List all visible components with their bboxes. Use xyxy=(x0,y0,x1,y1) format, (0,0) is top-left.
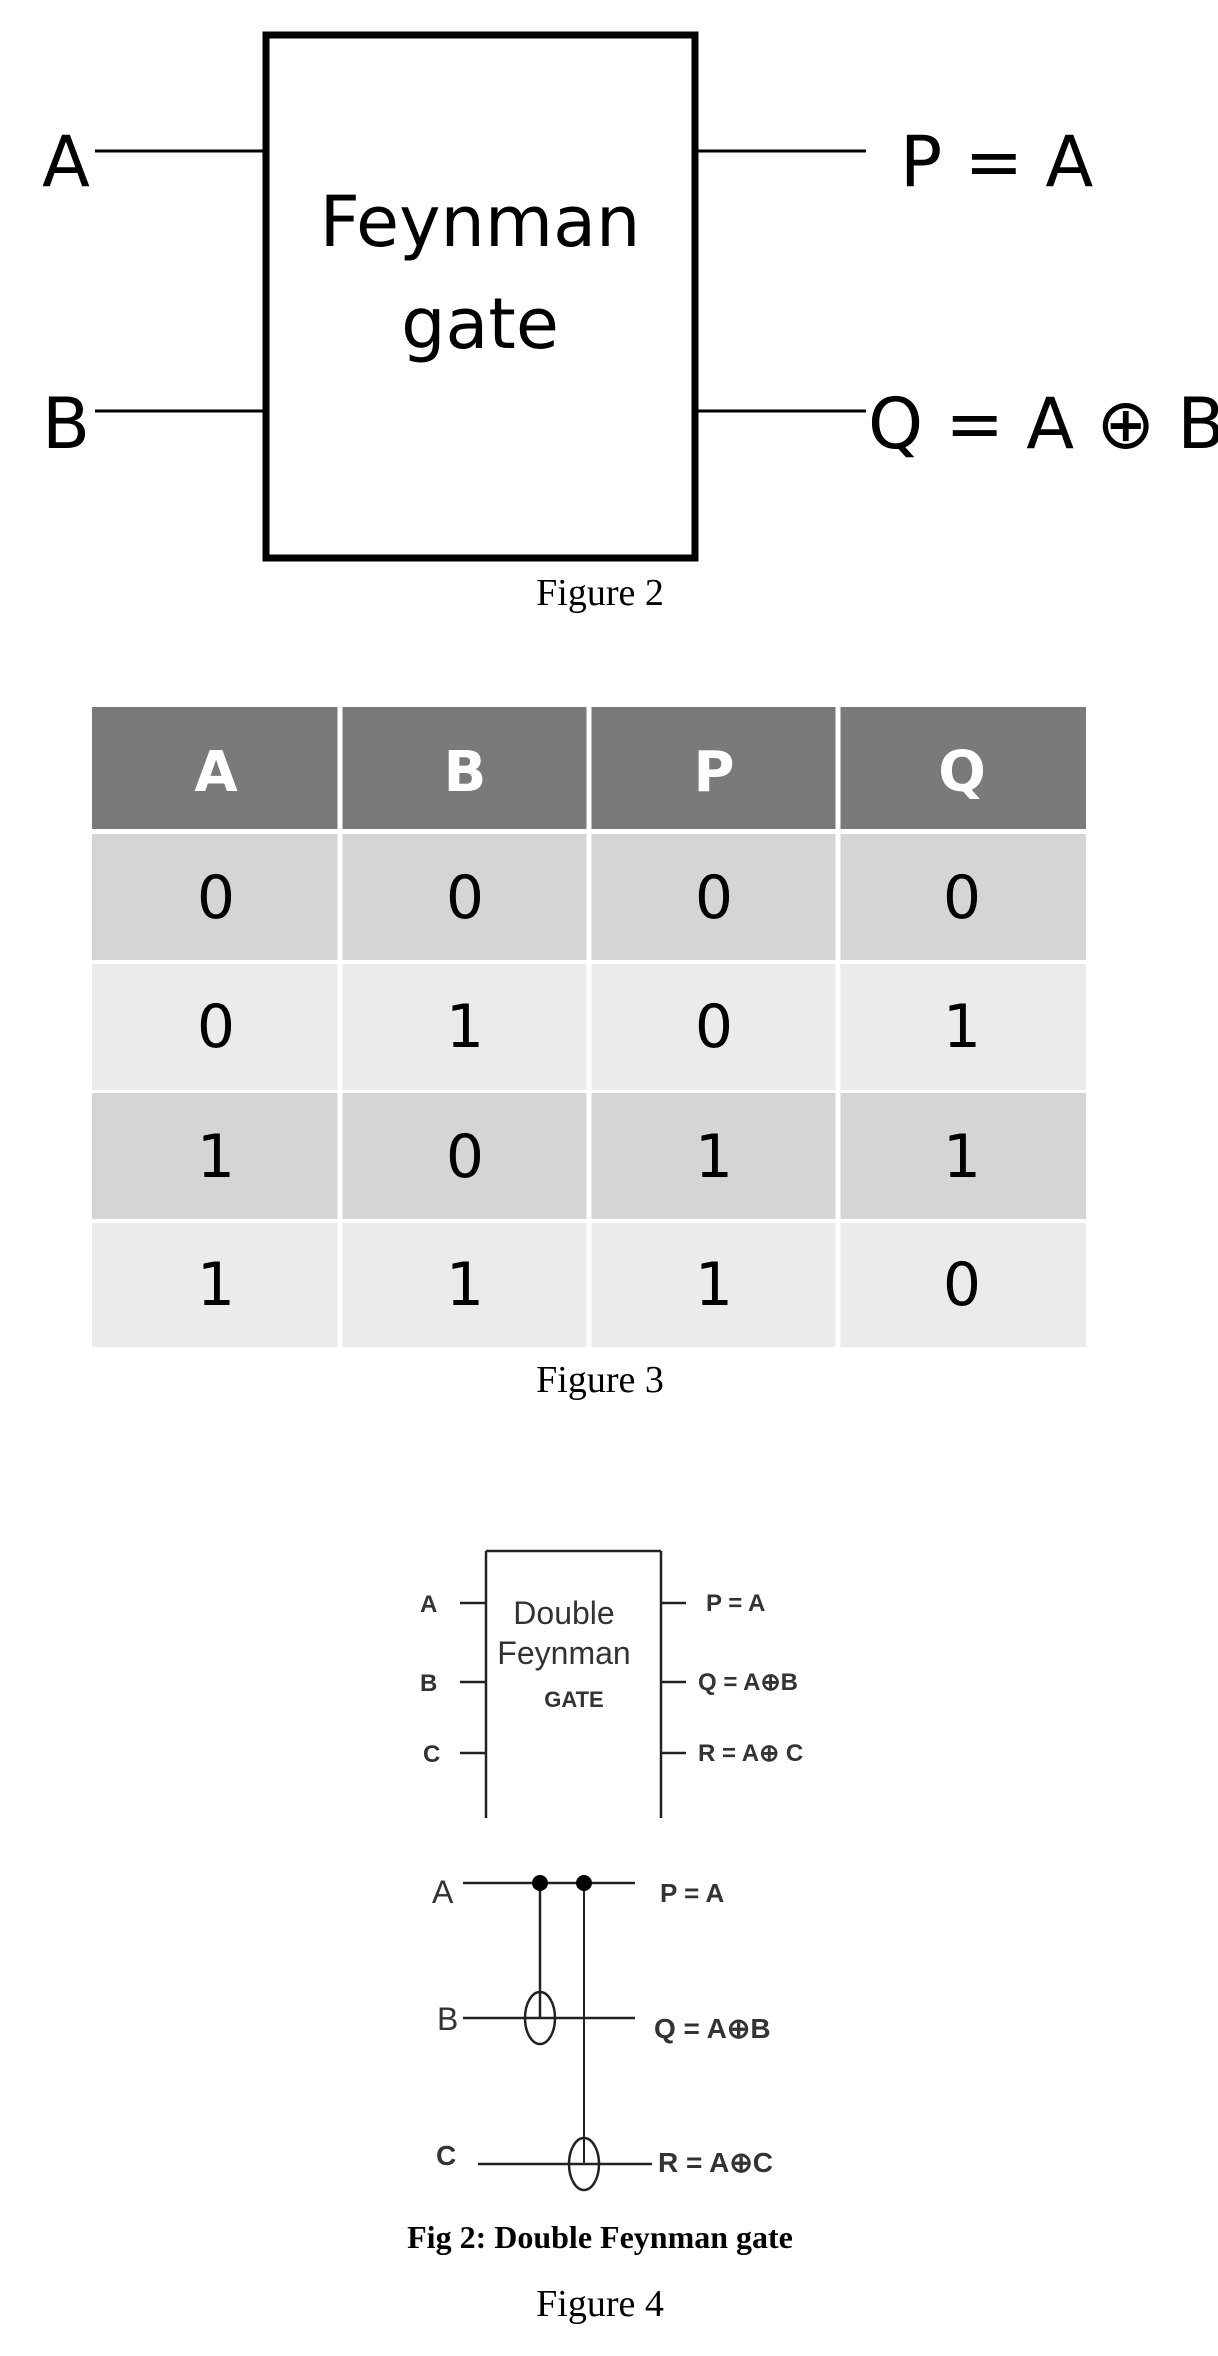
table-cell: 1 xyxy=(695,1122,733,1192)
table-cell: 1 xyxy=(197,1122,235,1192)
circuit-input-b-label: B xyxy=(437,2001,458,2037)
table-cell: 0 xyxy=(943,1250,981,1320)
block-label-line3: GATE xyxy=(544,1687,603,1712)
table-cell: 0 xyxy=(695,863,733,933)
circuit-input-c-label: C xyxy=(436,2140,456,2171)
block-output-r-label: R = A⊕ C xyxy=(698,1740,803,1767)
table-cell: 1 xyxy=(695,1250,733,1320)
table-cell: 1 xyxy=(446,992,484,1062)
table-cell: 0 xyxy=(943,863,981,933)
table-header-cell: A xyxy=(194,740,238,805)
circuit-output-r-label: R = A⊕C xyxy=(658,2147,773,2178)
figure-4-caption: Figure 4 xyxy=(536,2283,664,2325)
table-header-cell: P xyxy=(693,740,734,805)
feynman-gate-box xyxy=(262,31,699,562)
table-cell: 1 xyxy=(943,1122,981,1192)
circuit-output-q-label: Q = A⊕B xyxy=(654,2013,771,2044)
xor-target-b xyxy=(523,1990,557,2046)
figure-3-caption: Figure 3 xyxy=(536,1359,664,1401)
double-feynman-block: A B C Double Feynman GATE P = A Q = A⊕B … xyxy=(420,1549,803,1818)
table-cell: 0 xyxy=(197,863,235,933)
control-dot-2 xyxy=(576,1875,592,1891)
table-cell: 0 xyxy=(695,992,733,1062)
control-dot-1 xyxy=(532,1875,548,1891)
block-label-line1: Double xyxy=(513,1595,614,1631)
gate-label-line2: gate xyxy=(401,283,559,365)
figure-4-double-feynman: A B C Double Feynman GATE P = A Q = A⊕B … xyxy=(407,1549,803,2325)
double-feynman-circuit: A B C P = A Q = A⊕B R = A⊕C xyxy=(432,1874,773,2192)
block-input-b-label: B xyxy=(420,1670,437,1697)
table-cell: 1 xyxy=(943,992,981,1062)
figure-3-truth-table: A B P Q 0 0 0 0 0 1 0 1 1 0 1 1 1 1 1 0 … xyxy=(92,707,1086,1401)
block-output-q-label: Q = A⊕B xyxy=(698,1669,798,1696)
output-p-label: P = A xyxy=(900,121,1093,203)
table-cell: 0 xyxy=(446,863,484,933)
input-a-label: A xyxy=(42,121,90,203)
circuit-input-a-label: A xyxy=(432,1874,454,1910)
input-b-label: B xyxy=(42,383,90,465)
block-input-c-label: C xyxy=(423,1741,440,1768)
block-input-a-label: A xyxy=(420,1591,437,1618)
figure-4-title: Fig 2: Double Feynman gate xyxy=(407,2219,793,2255)
block-label-line2: Feynman xyxy=(497,1635,630,1671)
table-cell: 1 xyxy=(446,1250,484,1320)
circuit-output-p-label: P = A xyxy=(660,1878,725,1908)
table-cell: 0 xyxy=(446,1122,484,1192)
figure-2-caption: Figure 2 xyxy=(536,572,664,614)
xor-target-c xyxy=(567,2136,601,2192)
figure-2-feynman-gate: A B Feynman gate P = A Q = A ⊕ B Figure … xyxy=(42,31,1218,614)
table-cell: 1 xyxy=(197,1250,235,1320)
gate-label-line1: Feynman xyxy=(320,181,641,263)
block-output-p-label: P = A xyxy=(706,1590,765,1617)
table-header-cell: B xyxy=(444,740,487,805)
table-header-cell: Q xyxy=(938,740,986,805)
table-cell: 0 xyxy=(197,992,235,1062)
output-q-label: Q = A ⊕ B xyxy=(868,383,1218,465)
